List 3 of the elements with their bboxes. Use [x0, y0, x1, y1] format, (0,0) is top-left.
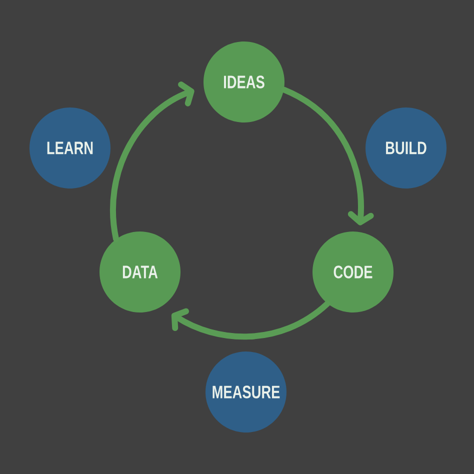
- curved-arrow: [281, 86, 374, 226]
- curved-arrow: [110, 82, 194, 242]
- curved-arrow: [171, 300, 330, 340]
